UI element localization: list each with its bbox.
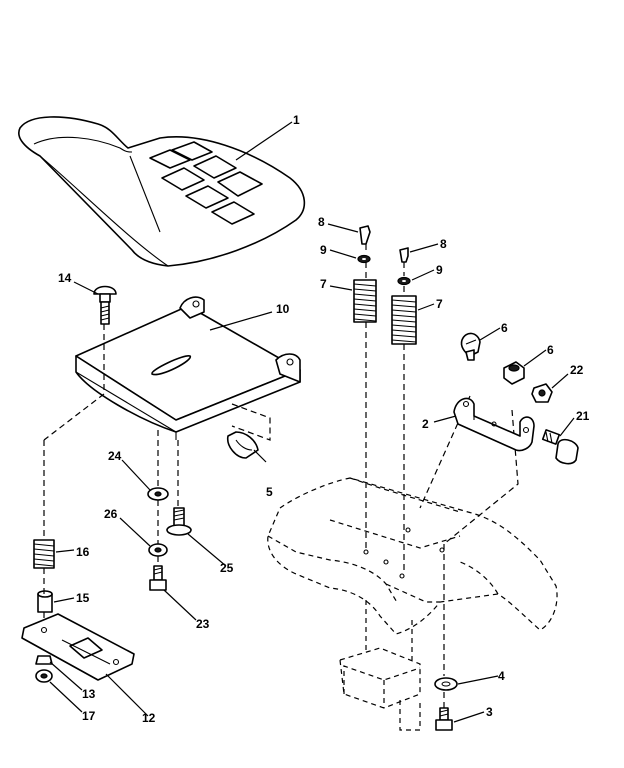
adjustment-bracket-icon bbox=[453, 397, 535, 452]
nut-6-icon bbox=[503, 361, 525, 385]
callout-2: 2 bbox=[422, 417, 429, 431]
callout-17: 17 bbox=[82, 709, 96, 723]
callout-26: 26 bbox=[104, 507, 118, 521]
callout-13: 13 bbox=[82, 687, 96, 701]
knob-6-icon bbox=[460, 332, 481, 361]
seat-icon bbox=[18, 116, 306, 267]
seat-pan-icon bbox=[75, 296, 301, 440]
spring-16-icon bbox=[33, 539, 55, 569]
hex-bolt-3-icon bbox=[435, 707, 453, 731]
washer-26-icon bbox=[148, 543, 168, 557]
washer-9-right-icon bbox=[397, 276, 411, 286]
callout-9-left: 9 bbox=[320, 243, 327, 257]
callout-22: 22 bbox=[570, 363, 584, 377]
callout-10: 10 bbox=[276, 302, 290, 316]
spring-7-right-icon bbox=[391, 295, 417, 345]
callout-16: 16 bbox=[76, 545, 90, 559]
bracket-12-icon bbox=[21, 613, 135, 681]
callout-labels: 1 14 10 8 9 7 8 9 7 6 6 22 2 21 5 24 26 … bbox=[58, 113, 590, 725]
knob-bolt-icon bbox=[541, 429, 579, 465]
leader-lines bbox=[49, 121, 575, 723]
carriage-bolt-icon bbox=[93, 285, 117, 325]
callout-1: 1 bbox=[293, 113, 300, 127]
washer-9-left-icon bbox=[357, 254, 371, 264]
spring-7-left-icon bbox=[353, 279, 377, 323]
pin-8-right-icon bbox=[399, 247, 409, 263]
callout-21: 21 bbox=[576, 409, 590, 423]
hex-bolt-23-icon bbox=[149, 565, 167, 591]
callout-4: 4 bbox=[498, 669, 505, 683]
nut-13-icon bbox=[35, 655, 53, 665]
assembly-lines-left bbox=[43, 324, 271, 620]
callout-12: 12 bbox=[142, 711, 156, 725]
callout-15: 15 bbox=[76, 591, 90, 605]
shoulder-bolt-icon bbox=[166, 507, 192, 536]
assembly-lines-right bbox=[365, 244, 519, 708]
callout-7-left: 7 bbox=[320, 277, 327, 291]
spacer-icon bbox=[37, 590, 53, 613]
lock-nut-17-icon bbox=[35, 669, 53, 683]
washer-24-icon bbox=[147, 487, 169, 501]
callout-23: 23 bbox=[196, 617, 210, 631]
tractor-frame-icon bbox=[267, 477, 558, 731]
callout-14: 14 bbox=[58, 271, 72, 285]
washer-4-icon bbox=[434, 677, 458, 691]
callout-8-left: 8 bbox=[318, 215, 325, 229]
callout-25: 25 bbox=[220, 561, 234, 575]
callout-6-knob: 6 bbox=[501, 321, 508, 335]
callout-6-nut: 6 bbox=[547, 343, 554, 357]
callout-9-right: 9 bbox=[436, 263, 443, 277]
callout-8-right: 8 bbox=[440, 237, 447, 251]
clip-icon bbox=[226, 431, 267, 463]
callout-5: 5 bbox=[266, 485, 273, 499]
nut-22-icon bbox=[531, 383, 553, 403]
pin-8-left-icon bbox=[359, 225, 371, 245]
callout-3: 3 bbox=[486, 705, 493, 719]
callout-24: 24 bbox=[108, 449, 122, 463]
callout-7-right: 7 bbox=[436, 297, 443, 311]
